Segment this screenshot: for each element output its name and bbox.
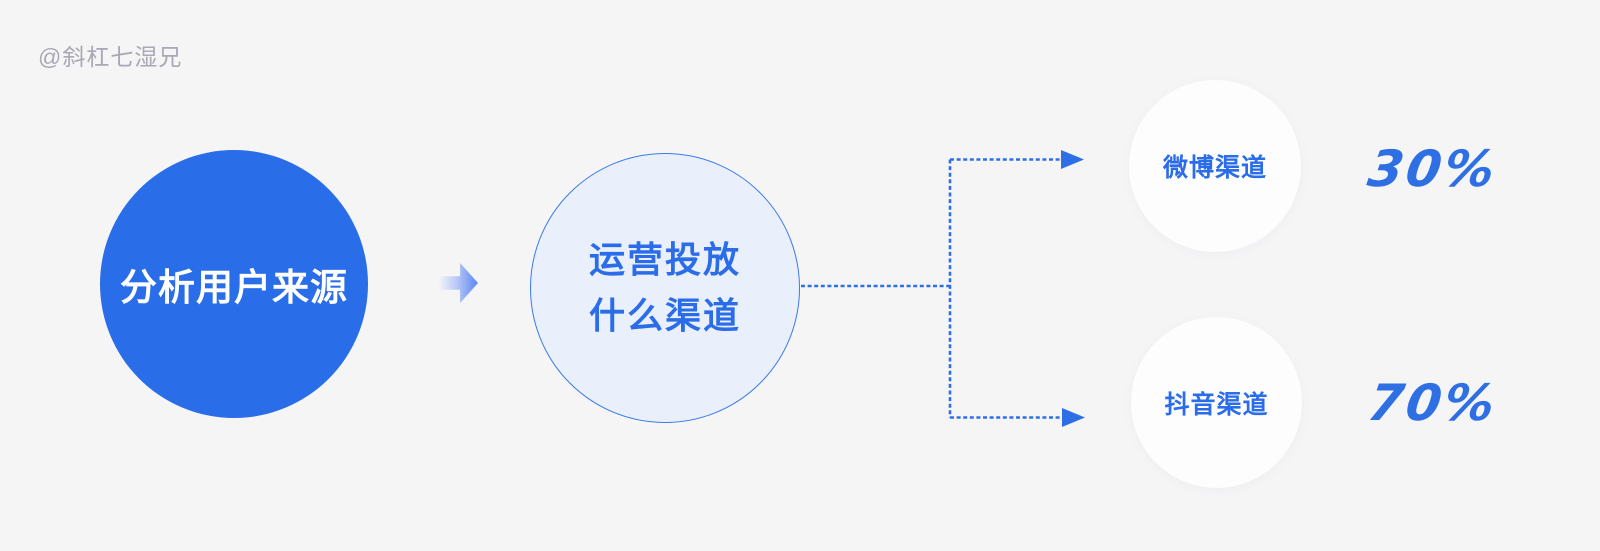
node-analyze-user-source: 分析用户来源 xyxy=(100,150,368,418)
question-label-line1: 运营投放 xyxy=(588,239,741,281)
node-channel-weibo-label: 微博渠道 xyxy=(1162,154,1267,182)
arrowhead-bottom-icon xyxy=(1062,408,1085,427)
right-arrow-icon xyxy=(439,263,478,303)
node-analyze-user-source-label: 分析用户来源 xyxy=(120,267,348,308)
node-channel-douyin-label: 抖音渠道 xyxy=(1164,390,1269,419)
watermark-text: @斜杠七湿兄 xyxy=(38,44,183,70)
arrowhead-top-icon xyxy=(1061,150,1084,169)
node-operation-channel-question: 运营投放 什么渠道 xyxy=(530,153,800,423)
weibo-percent-value: 30% xyxy=(1364,140,1502,198)
node-operation-channel-question-label: 运营投放 什么渠道 xyxy=(589,232,741,344)
question-label-line2: 什么渠道 xyxy=(588,295,741,336)
node-channel-douyin: 抖音渠道 xyxy=(1131,317,1302,488)
douyin-percent-value: 70% xyxy=(1364,374,1502,432)
node-channel-weibo: 微博渠道 xyxy=(1129,80,1301,252)
